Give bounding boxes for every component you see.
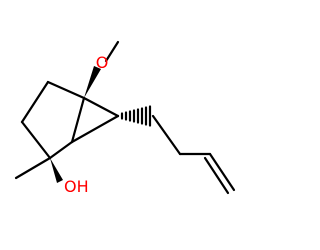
bond-c2-c3	[20, 80, 50, 124]
hashed-bond-chain	[116, 105, 152, 127]
bond-c4-c5	[48, 140, 74, 160]
hydroxyl-label: OH	[64, 177, 89, 196]
bond-c4-methyl	[14, 156, 52, 180]
bond-chain-3-double	[203, 156, 230, 195]
bond-c1-c6	[82, 96, 120, 118]
bond-c3-c4	[20, 120, 52, 160]
bond-c1-c2	[46, 80, 86, 100]
bond-o-methyl	[104, 40, 120, 63]
wedge-bond-methoxy	[84, 66, 101, 98]
bond-c5-c6	[70, 114, 120, 144]
molecule-diagram: O OH	[14, 40, 236, 196]
bond-chain-1	[151, 114, 182, 156]
structure-canvas: O OH	[14, 40, 236, 196]
methoxy-oxygen-label: O	[96, 53, 109, 72]
bond-c5-c1	[70, 96, 86, 144]
bond-chain-3	[208, 152, 236, 192]
wedge-bond-hydroxyl	[50, 158, 63, 183]
